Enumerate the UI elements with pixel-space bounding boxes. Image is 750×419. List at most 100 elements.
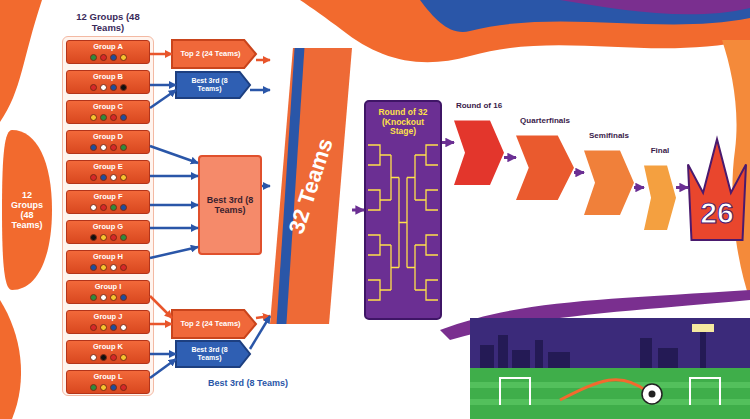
node-shape <box>688 139 746 240</box>
flag-row <box>90 294 127 301</box>
groups-column: 12 Groups (48 Teams)Group AGroup BGroup … <box>62 36 154 396</box>
flag-dot <box>120 204 127 211</box>
group-box: Group D <box>66 130 150 154</box>
flag-dot <box>120 84 127 91</box>
flow-arrow <box>150 90 176 108</box>
flag-dot <box>100 114 107 121</box>
skyline <box>498 335 508 370</box>
flag-dot <box>110 84 117 91</box>
flag-dot <box>110 354 117 361</box>
group-box: Group F <box>66 190 150 214</box>
flag-dot <box>100 384 107 391</box>
flow-arrow <box>150 84 176 87</box>
node-label: Group A <box>93 43 123 51</box>
flag-dot <box>100 234 107 241</box>
flag-dot <box>90 324 97 331</box>
flow-arrow <box>150 323 172 326</box>
flag-dot <box>90 174 97 181</box>
advance-arrow: Top 2 (24 Teams) <box>172 310 256 338</box>
flow-label: Best 3rd (8 Teams) <box>196 378 300 388</box>
flag-row <box>90 264 127 271</box>
flag-dot <box>120 384 127 391</box>
flow-arrow <box>150 146 198 163</box>
node-label: Group I <box>95 283 122 291</box>
flow-arrow <box>262 185 270 188</box>
flow-arrow <box>150 175 198 178</box>
node-outline <box>516 115 574 200</box>
node-label: Best 3rd (8 Teams) <box>203 195 257 215</box>
flag-row <box>90 114 127 121</box>
group-box: Group K <box>66 340 150 364</box>
flag-dot <box>120 54 127 61</box>
top-swoosh <box>300 0 750 62</box>
top-swoosh <box>420 0 750 32</box>
flag-dot <box>90 204 97 211</box>
node-label: Top 2 (24 Teams) <box>180 320 240 328</box>
bracket-lines <box>368 145 407 300</box>
stage-chevron: Final <box>644 145 676 230</box>
node-shape <box>454 120 504 185</box>
node-shape <box>176 72 250 98</box>
flow-arrow <box>150 359 176 378</box>
flag-dot <box>110 324 117 331</box>
flow-arrow <box>150 227 198 230</box>
group-box: Group E <box>66 160 150 184</box>
flag-row <box>90 354 127 361</box>
ball-trail <box>560 380 648 400</box>
flag-dot <box>100 204 107 211</box>
groups-blob: 12 Groups (48 Teams) <box>2 130 52 290</box>
flow-arrow <box>250 89 270 92</box>
flag-dot <box>110 294 117 301</box>
flag-dot <box>100 324 107 331</box>
flag-dot <box>110 174 117 181</box>
skyline <box>535 340 543 370</box>
skyline <box>658 348 678 370</box>
node-shape <box>172 40 256 68</box>
flag-dot <box>120 324 127 331</box>
group-box: Group L <box>66 370 150 394</box>
flag-dot <box>110 384 117 391</box>
flag-dot <box>90 384 97 391</box>
flag-dot <box>120 114 127 121</box>
flag-row <box>90 384 127 391</box>
trophy-crown: 26 <box>688 135 746 240</box>
node-shape <box>516 135 574 200</box>
node-label: Round of 32 (Knockout Stage) <box>370 108 436 137</box>
flag-dot <box>120 294 127 301</box>
node-label: Group D <box>93 133 123 141</box>
bracket-lines <box>407 145 438 300</box>
pitch-stripes <box>470 385 750 402</box>
group-box: Group I <box>66 280 150 304</box>
left-swoosh <box>0 300 21 419</box>
flag-dot <box>90 264 97 271</box>
flag-dot <box>120 264 127 271</box>
flag-dot <box>110 54 117 61</box>
flag-dot <box>90 354 97 361</box>
node-label: Quarterfinals <box>520 117 570 126</box>
node-label: Best 3rd (8 Teams) <box>179 77 240 93</box>
flow-arrow <box>150 53 172 56</box>
flag-dot <box>90 294 97 301</box>
flow-arrow <box>634 186 644 189</box>
group-box: Group C <box>66 100 150 124</box>
flow-arrow <box>250 316 270 349</box>
teams-band: 32 Teams <box>270 48 352 324</box>
stage-chevron: Round of 16 <box>454 100 504 185</box>
node-outline <box>644 145 676 230</box>
flow-arrow <box>442 141 454 144</box>
flag-dot <box>90 144 97 151</box>
node-label: Best 3rd (8 Teams) <box>179 346 240 362</box>
node-outline <box>584 130 634 215</box>
flag-row <box>90 84 127 91</box>
node-label: Group J <box>94 313 123 321</box>
best-third-arrow: Best 3rd (8 Teams) <box>176 72 250 98</box>
flag-row <box>90 54 127 61</box>
flag-dot <box>100 294 107 301</box>
floodlight-pole <box>700 330 706 370</box>
group-box: Group B <box>66 70 150 94</box>
group-box: Group G <box>66 220 150 244</box>
node-label: Group H <box>93 253 123 261</box>
